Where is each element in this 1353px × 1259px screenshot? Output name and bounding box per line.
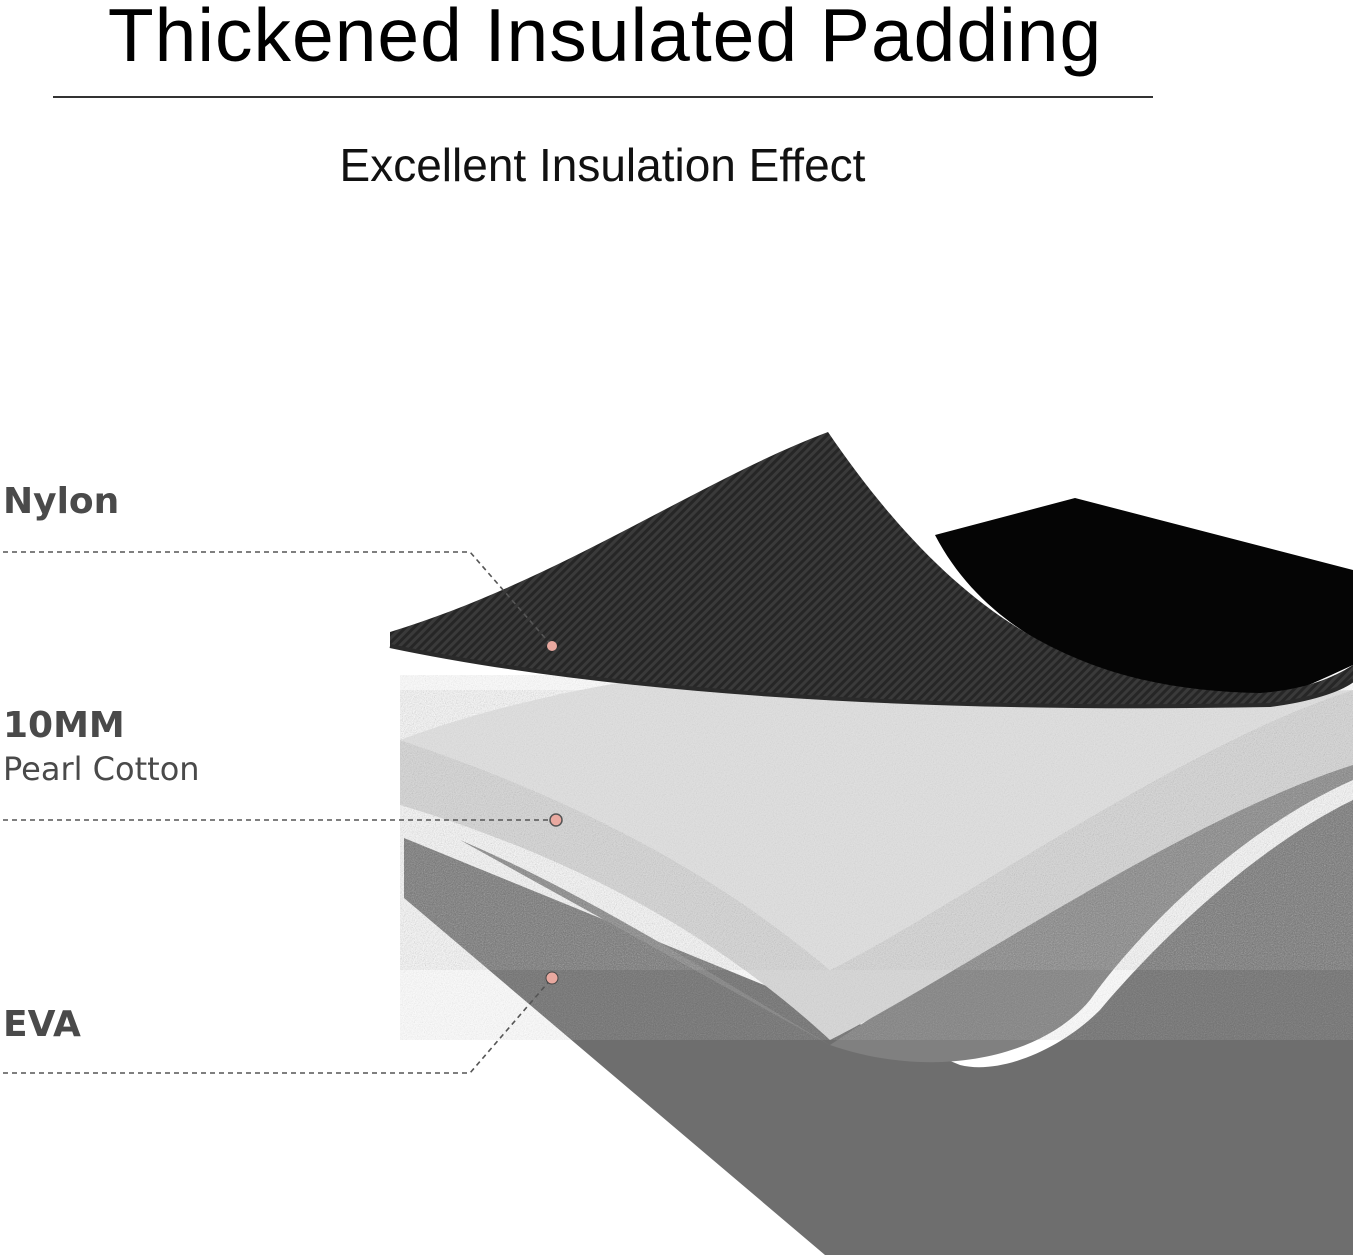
eva-layer bbox=[404, 800, 1353, 1255]
pearl-cotton-side bbox=[400, 690, 1353, 1040]
layer-label-eva: EVA bbox=[3, 1004, 81, 1045]
layer-label-thickness: 10MM bbox=[3, 705, 125, 746]
layer-label-pearl-cotton: Pearl Cotton bbox=[3, 750, 200, 788]
leader-line-eva bbox=[3, 977, 553, 1074]
pearl-cotton-top bbox=[400, 675, 1353, 970]
layer-label-nylon: Nylon bbox=[3, 481, 120, 522]
marker-dot-pearl-cotton bbox=[549, 813, 563, 827]
nylon-edge bbox=[389, 644, 1353, 709]
page-title: Thickened Insulated Padding bbox=[107, 0, 1103, 77]
leader-line-nylon bbox=[3, 551, 553, 647]
page-subtitle: Excellent Insulation Effect bbox=[339, 139, 866, 191]
marker-dot-eva bbox=[545, 971, 559, 985]
title-divider bbox=[53, 96, 1153, 98]
nylon-layer bbox=[390, 432, 1353, 707]
eva-layer-face bbox=[460, 700, 1353, 1063]
marker-dot-nylon bbox=[547, 641, 557, 651]
nylon-back-panel bbox=[935, 498, 1353, 705]
